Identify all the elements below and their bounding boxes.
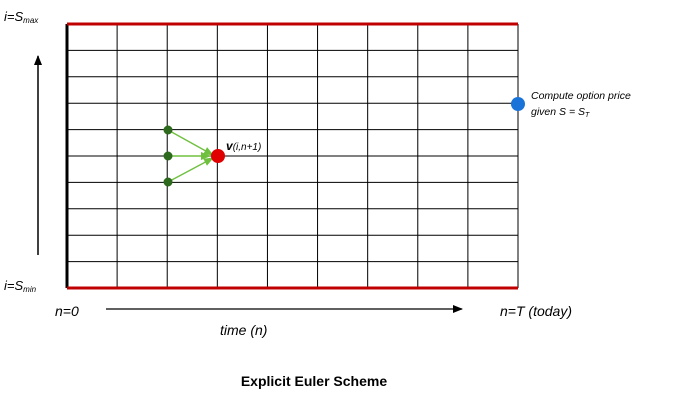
s-min-label: i=Smin (4, 278, 37, 294)
terminal-node (511, 97, 525, 111)
stencil-node-middle (163, 151, 173, 161)
annotation-line-2: given S = ST (531, 106, 590, 119)
target-node-label: v(i,n+1) (226, 139, 261, 153)
time-axis-label: time (n) (220, 322, 267, 338)
stencil-node-upper (163, 125, 173, 135)
stencil-node-lower (163, 177, 173, 187)
finite-difference-grid (67, 24, 519, 288)
n-T-label: n=T (today) (500, 303, 572, 319)
n-zero-label: n=0 (55, 303, 79, 319)
stencil-arrow-up (167, 129, 214, 156)
target-node (211, 149, 225, 163)
stencil-arrow-down (167, 157, 214, 183)
s-max-label: i=Smax (4, 9, 39, 25)
diagram-caption: Explicit Euler Scheme (241, 373, 387, 389)
annotation-line-1: Compute option price (531, 90, 631, 102)
